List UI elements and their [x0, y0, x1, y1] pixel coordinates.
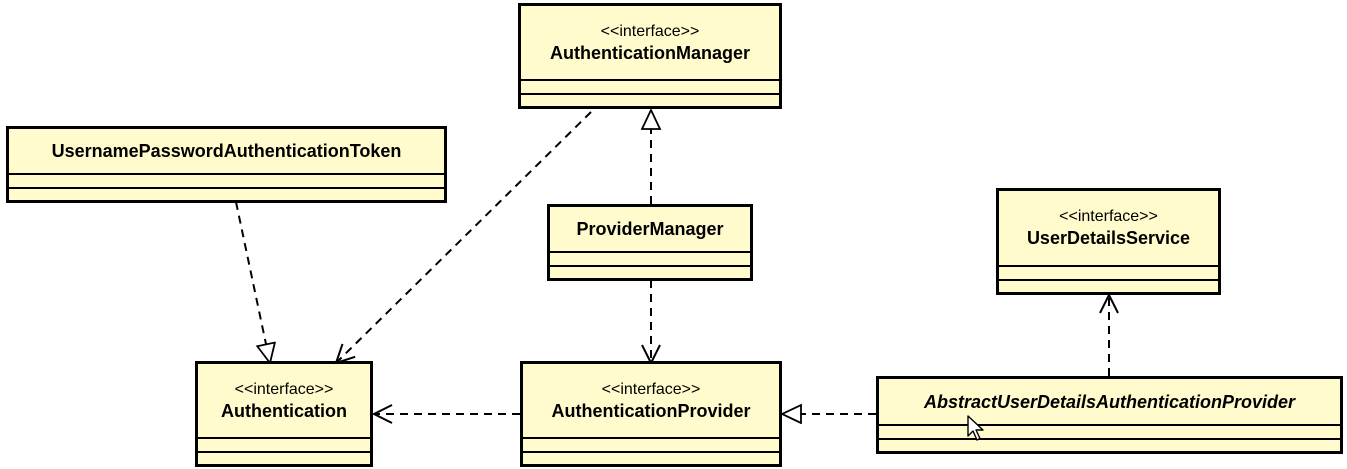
class-user-details-service[interactable]: <<interface>> UserDetailsService: [996, 188, 1221, 295]
stereotype-label: <<interface>>: [600, 22, 700, 40]
class-abstract-user-details-authentication-provider[interactable]: AbstractUserDetailsAuthenticationProvide…: [876, 376, 1343, 454]
class-name: ProviderManager: [576, 219, 724, 239]
stereotype-label: <<interface>>: [234, 380, 334, 398]
attributes-compartment: [521, 79, 779, 93]
relation-manager-uses-authentication: [334, 111, 592, 365]
class-authentication-manager[interactable]: <<interface>> AuthenticationManager: [518, 3, 782, 109]
attributes-compartment: [523, 437, 779, 451]
operations-compartment: [9, 187, 444, 200]
relation-token-realizes-authentication: [235, 201, 270, 363]
mouse-pointer-icon: [967, 415, 984, 441]
class-provider-manager[interactable]: ProviderManager: [547, 204, 753, 281]
operations-compartment: [999, 279, 1218, 292]
operations-compartment: [198, 451, 370, 464]
attributes-compartment: [198, 437, 370, 451]
operations-compartment: [879, 438, 1340, 451]
class-authentication-provider[interactable]: <<interface>> AuthenticationProvider: [520, 361, 782, 467]
attributes-compartment: [9, 173, 444, 187]
class-username-password-authentication-token[interactable]: UsernamePasswordAuthenticationToken: [6, 126, 447, 203]
operations-compartment: [550, 265, 750, 278]
class-authentication[interactable]: <<interface>> Authentication: [195, 361, 373, 467]
stereotype-label: <<interface>>: [601, 380, 701, 398]
operations-compartment: [521, 93, 779, 106]
attributes-compartment: [550, 251, 750, 265]
class-name: UserDetailsService: [1026, 228, 1191, 248]
attributes-compartment: [879, 424, 1340, 438]
class-name: Authentication: [221, 400, 347, 421]
operations-compartment: [523, 451, 779, 464]
attributes-compartment: [999, 265, 1218, 279]
class-name: UsernamePasswordAuthenticationToken: [51, 141, 402, 161]
stereotype-label: <<interface>>: [1059, 208, 1158, 225]
class-name: AuthenticationProvider: [551, 400, 751, 421]
class-name: AbstractUserDetailsAuthenticationProvide…: [923, 391, 1296, 412]
class-name: AuthenticationManager: [549, 42, 750, 63]
